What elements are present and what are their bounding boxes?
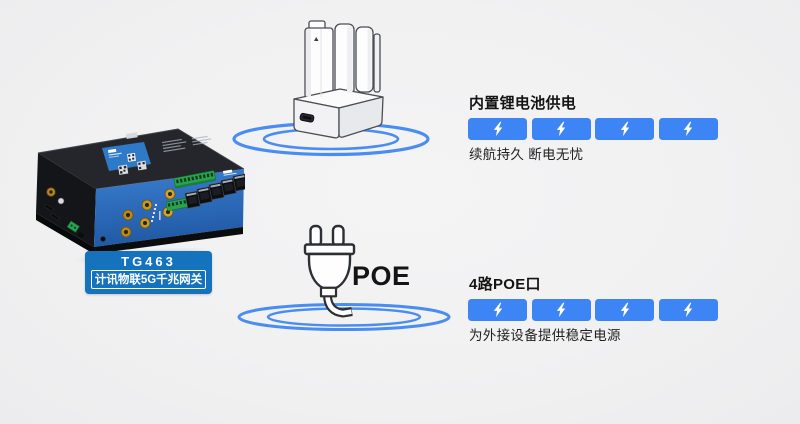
bolt-row-poe (468, 299, 748, 321)
antenna-connectors (120, 188, 176, 238)
qr-code-sticker (137, 160, 147, 171)
power-plug-illustration (303, 224, 356, 318)
lightning-bolt-badge (658, 118, 718, 140)
lightning-bolt-icon (492, 121, 504, 137)
led-indicators (150, 203, 161, 223)
feature-battery-title: 内置锂电池供电 (469, 95, 577, 112)
lightning-bolt-badge (468, 299, 527, 321)
lightning-bolt-badge (531, 118, 591, 140)
ethernet-ports (184, 173, 245, 209)
lightning-bolt-icon (492, 302, 504, 318)
device-badge: TG463 计讯物联5G千兆网关 (85, 251, 212, 294)
lightning-bolt-icon (682, 302, 694, 318)
lightning-bolt-icon (555, 302, 567, 318)
feature-poe-caption: 为外接设备提供稳定电源 (469, 328, 621, 343)
feature-poe-title: 4路POE口 (469, 276, 541, 293)
lightning-bolt-icon (682, 121, 694, 137)
bolt-row-battery (468, 118, 748, 140)
qr-code-sticker (118, 164, 129, 175)
lightning-bolt-icon (555, 121, 567, 137)
brand-logo (223, 169, 237, 176)
lightning-bolt-icon (619, 121, 631, 137)
lightning-bolt-badge (531, 299, 591, 321)
feature-battery-caption: 续航持久 断电无忧 (469, 147, 584, 162)
side-connectors (44, 187, 85, 239)
battery-charger-illustration (293, 20, 384, 139)
lightning-bolt-badge (468, 118, 527, 140)
terminal-block (173, 170, 216, 189)
feature-battery: 内置锂电池供电 续航持久 断电无忧 (468, 96, 748, 162)
device-name-box: 计讯物联5G千兆网关 (90, 270, 207, 289)
feature-poe: 4路POE口 为外接设备提供稳定电源 (468, 277, 748, 343)
usb-port (299, 112, 315, 123)
lightning-bolt-badge (658, 299, 718, 321)
lightning-bolt-icon (619, 302, 631, 318)
poe-label: POE (352, 261, 411, 291)
lightning-bolt-badge (595, 299, 654, 321)
lightning-bolt-badge (595, 118, 654, 140)
device-model: TG463 (121, 254, 176, 269)
device-name: 计讯物联5G千兆网关 (94, 273, 203, 286)
router-device-illustration (36, 128, 245, 254)
